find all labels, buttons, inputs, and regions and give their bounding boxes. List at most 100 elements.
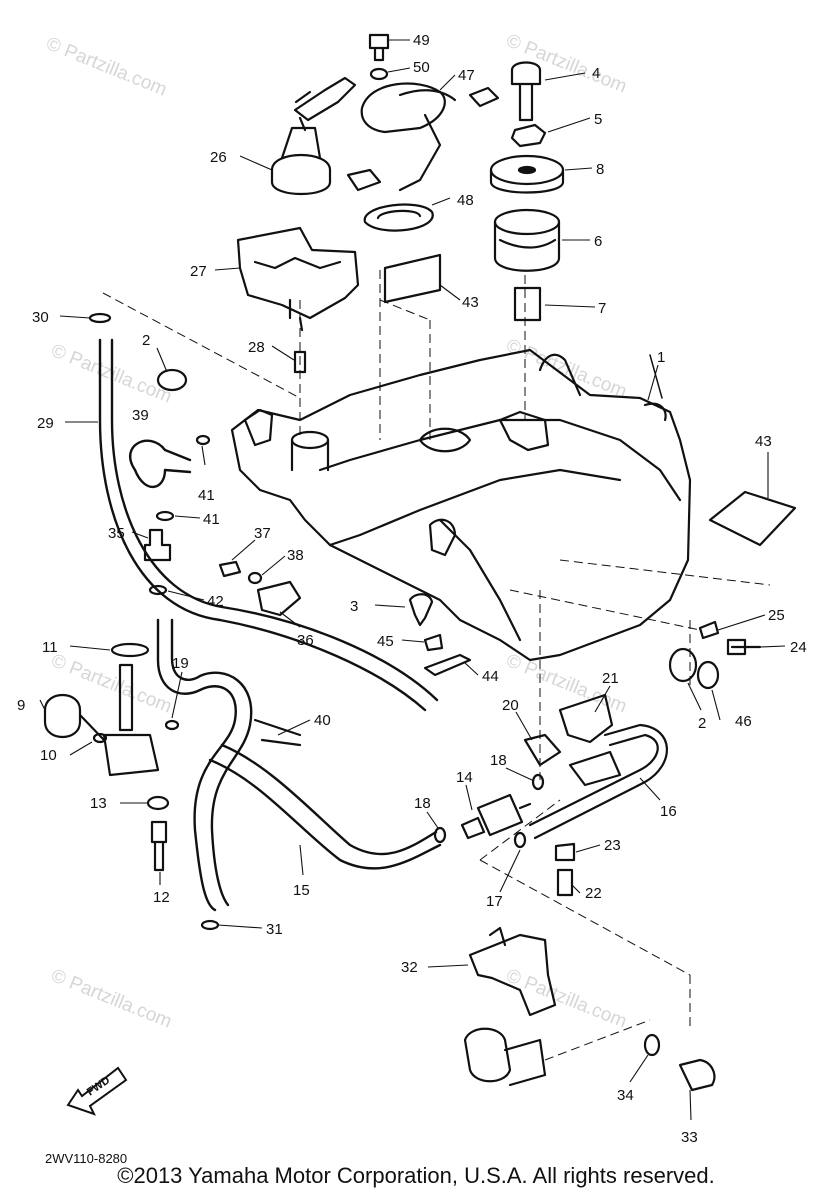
fuel-filter bbox=[460, 793, 532, 840]
hose-clip bbox=[155, 510, 175, 522]
hose-clip bbox=[195, 434, 211, 446]
watermark: © Partzilla.com bbox=[48, 650, 175, 717]
fuel-tank bbox=[230, 348, 692, 662]
callout-label: 30 bbox=[32, 309, 49, 326]
cap-bracket bbox=[236, 226, 360, 332]
hose-clip bbox=[88, 312, 112, 324]
cushion bbox=[423, 633, 444, 652]
hose bbox=[133, 468, 192, 489]
grommet bbox=[493, 208, 561, 272]
alignment-lines bbox=[102, 270, 771, 1061]
collar bbox=[554, 842, 576, 862]
watermark: © Partzilla.com bbox=[48, 965, 175, 1032]
callout-label: 43 bbox=[755, 433, 772, 450]
washer bbox=[146, 795, 170, 811]
callout-label: 42 bbox=[207, 593, 224, 610]
hose bbox=[98, 338, 427, 712]
callout-label: 9 bbox=[17, 697, 25, 714]
callout-label: 43 bbox=[462, 294, 479, 311]
bracket bbox=[568, 750, 622, 787]
o-ring bbox=[92, 732, 108, 744]
callout-label: 18 bbox=[414, 795, 431, 812]
copyright-notice: ©2013 Yamaha Motor Corporation, U.S.A. A… bbox=[117, 1163, 715, 1188]
callout-label: 21 bbox=[602, 670, 619, 687]
hose-clip bbox=[513, 831, 527, 849]
watermark-group: © Partzilla.com © Partzilla.com © Partzi… bbox=[43, 30, 630, 1032]
callout-label: 2 bbox=[698, 715, 706, 732]
bracket bbox=[523, 733, 562, 767]
callout-label: 17 bbox=[486, 893, 503, 910]
callout-label: 35 bbox=[108, 525, 125, 542]
callout-label: 39 bbox=[132, 407, 149, 424]
collar bbox=[698, 620, 720, 640]
hose-clip bbox=[148, 584, 168, 596]
callout-label: 50 bbox=[413, 59, 430, 76]
bolt bbox=[726, 638, 762, 656]
fuel-cock bbox=[43, 663, 160, 777]
callout-label: 33 bbox=[681, 1129, 698, 1146]
callout-label: 16 bbox=[660, 803, 677, 820]
callout-label: 47 bbox=[458, 67, 475, 84]
callout-label: 34 bbox=[617, 1087, 634, 1104]
callout-label: 13 bbox=[90, 795, 107, 812]
callout-label: 40 bbox=[314, 712, 331, 729]
hose bbox=[156, 618, 237, 912]
bolt bbox=[678, 1058, 716, 1092]
bolt bbox=[368, 33, 390, 62]
washer bbox=[369, 67, 389, 81]
bolt bbox=[510, 61, 542, 122]
callout-label: 4 bbox=[592, 65, 600, 82]
nut bbox=[510, 123, 547, 148]
callout-label: 25 bbox=[768, 607, 785, 624]
callout-label: 23 bbox=[604, 837, 621, 854]
callout-label: 10 bbox=[40, 747, 57, 764]
hose bbox=[533, 723, 668, 840]
bracket bbox=[558, 693, 614, 744]
callout-label: 48 bbox=[457, 192, 474, 209]
leader-lines bbox=[39, 39, 786, 1121]
diagram-code: 2WV110-8280 bbox=[45, 1151, 127, 1166]
hose-clip bbox=[200, 919, 220, 931]
callout-label: 28 bbox=[248, 339, 265, 356]
callout-label: 24 bbox=[790, 639, 807, 656]
washer bbox=[696, 660, 720, 690]
callout-label: 41 bbox=[198, 487, 215, 504]
callout-label: 19 bbox=[172, 655, 189, 672]
watermark: © Partzilla.com bbox=[43, 33, 170, 100]
collar bbox=[513, 286, 542, 322]
screw bbox=[408, 593, 434, 627]
hose bbox=[110, 338, 439, 702]
callout-label: 7 bbox=[598, 300, 606, 317]
level-gauge bbox=[346, 82, 500, 232]
callout-label: 22 bbox=[585, 885, 602, 902]
forward-arrow-icon: FWD bbox=[66, 1066, 128, 1116]
bolt bbox=[556, 868, 574, 897]
callout-label: 5 bbox=[594, 111, 602, 128]
callout-label: 29 bbox=[37, 415, 54, 432]
strainer bbox=[110, 642, 150, 658]
callout-label: 2 bbox=[142, 332, 150, 349]
check-valve bbox=[143, 528, 172, 562]
band bbox=[423, 653, 472, 677]
pad bbox=[708, 490, 797, 547]
pad bbox=[383, 253, 442, 304]
callout-label: 37 bbox=[254, 525, 271, 542]
watermark: © Partzilla.com bbox=[503, 30, 630, 97]
callout-label: 31 bbox=[266, 921, 283, 938]
screw bbox=[150, 820, 168, 872]
callout-label: 45 bbox=[377, 633, 394, 650]
callout-label: 1 bbox=[657, 349, 665, 366]
callout-label: 27 bbox=[190, 263, 207, 280]
fuel-cap bbox=[270, 76, 357, 196]
screw bbox=[218, 560, 242, 578]
callout-label: 41 bbox=[203, 511, 220, 528]
callout-label: 14 bbox=[456, 769, 473, 786]
callout-label: 26 bbox=[210, 149, 227, 166]
callout-labels: 1 2 2 3 4 5 6 7 8 9 10 11 12 13 14 15 16… bbox=[17, 32, 807, 1146]
hose-clip bbox=[531, 773, 545, 791]
callout-label: 38 bbox=[287, 547, 304, 564]
hose bbox=[208, 758, 442, 870]
callout-label: 49 bbox=[413, 32, 430, 49]
hose-clip bbox=[433, 826, 447, 844]
